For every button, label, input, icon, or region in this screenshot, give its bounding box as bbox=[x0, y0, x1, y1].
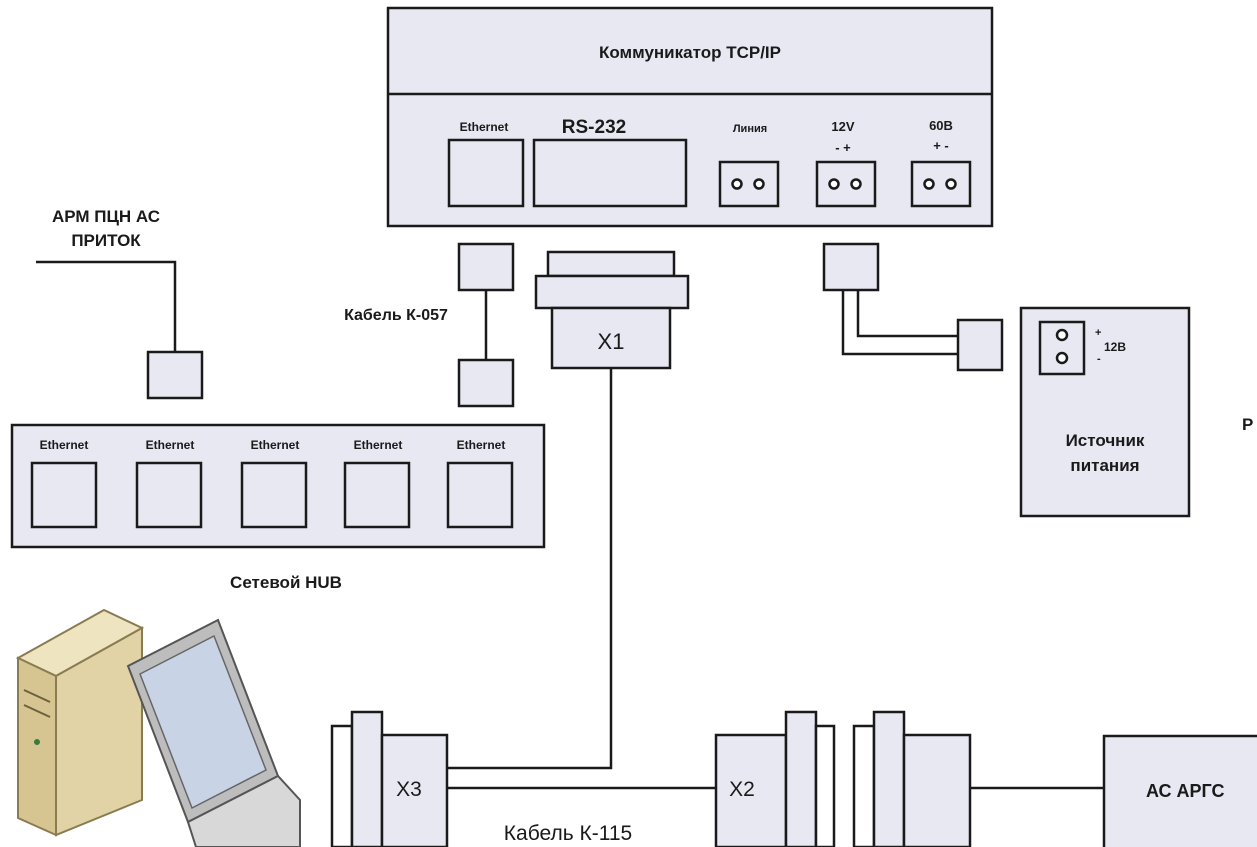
hub-port-label-5: Ethernet bbox=[457, 438, 506, 452]
power-plug-comm bbox=[822, 242, 880, 292]
x1-body bbox=[550, 306, 672, 370]
terminal-pin bbox=[945, 178, 957, 190]
communicator-unit: Коммуникатор TCP/IP Ethernet RS-232 Лини… bbox=[386, 6, 994, 228]
comm-12v-polarity: - + bbox=[835, 140, 851, 155]
power-wire-outer bbox=[841, 290, 958, 356]
terminal-pin bbox=[1055, 328, 1069, 342]
communicator-title: Коммуникатор TCP/IP bbox=[599, 43, 781, 62]
x1-flange bbox=[534, 274, 690, 310]
hub-port-5 bbox=[446, 461, 514, 529]
hub-port-label-2: Ethernet bbox=[146, 438, 195, 452]
cable-k115-label: Кабель К-115 bbox=[504, 822, 632, 845]
x1-label: X1 bbox=[598, 329, 625, 354]
cable-k057-label: Кабель К-057 bbox=[344, 307, 448, 324]
computer-icon bbox=[15, 608, 301, 847]
pc-tower-front bbox=[17, 656, 57, 837]
terminal-pin bbox=[923, 178, 935, 190]
terminal-pin bbox=[1055, 351, 1069, 365]
x3-label: X3 bbox=[396, 778, 422, 801]
comm-12v-terminal bbox=[815, 160, 877, 208]
terminal-pin bbox=[731, 178, 743, 190]
connector-x2: X2 bbox=[714, 710, 836, 847]
power-wire-inner bbox=[856, 290, 958, 338]
terminal-pin bbox=[753, 178, 765, 190]
network-hub: Ethernet Ethernet Ethernet Ethernet Ethe… bbox=[10, 423, 546, 592]
hub-port-1 bbox=[30, 461, 98, 529]
x3-flange bbox=[350, 710, 384, 847]
terminal-pin bbox=[850, 178, 862, 190]
power-label-line2: питания bbox=[1070, 456, 1139, 475]
x1-shell-top bbox=[546, 250, 676, 278]
arm-connection: АРМ ПЦН АС ПРИТОК bbox=[36, 207, 204, 400]
comm-line-terminal bbox=[718, 160, 780, 208]
hub-port-3 bbox=[240, 461, 308, 529]
mate-backplate bbox=[852, 724, 876, 847]
hub-label: Сетевой HUB bbox=[230, 573, 342, 592]
power-minus-sign: - bbox=[1097, 353, 1101, 365]
comm-60v-terminal bbox=[910, 160, 972, 208]
arm-cable bbox=[36, 260, 177, 352]
power-voltage: 12В bbox=[1104, 340, 1126, 354]
comm-port-12v-label: 12V bbox=[831, 119, 854, 134]
mating-connector bbox=[852, 710, 972, 847]
x1-to-x3-cable bbox=[447, 368, 613, 770]
pc-drive-slot bbox=[23, 704, 51, 718]
x3-body bbox=[380, 733, 449, 847]
pc-power-led bbox=[34, 739, 40, 745]
edge-letter: Р bbox=[1242, 415, 1253, 434]
pc-drive-slot bbox=[23, 689, 51, 703]
comm-port-rs232-label: RS-232 bbox=[562, 117, 626, 138]
mate-flange bbox=[872, 710, 906, 847]
comm-60v-polarity: + - bbox=[933, 138, 949, 153]
power-plus-sign: + bbox=[1095, 327, 1101, 339]
comm-ethernet-port bbox=[447, 138, 525, 208]
cable-k057-assembly: Кабель К-057 bbox=[344, 242, 515, 408]
x2-label: X2 bbox=[729, 778, 755, 801]
arm-label-line2: ПРИТОК bbox=[71, 231, 141, 250]
hub-port-4 bbox=[343, 461, 411, 529]
comm-port-line-label: Линия bbox=[733, 123, 767, 135]
mate-body bbox=[902, 733, 972, 847]
monitor-screen bbox=[139, 634, 267, 810]
connector-x1: X1 bbox=[447, 250, 690, 770]
argus-body bbox=[1102, 734, 1257, 847]
comm-rs232-port bbox=[532, 138, 688, 208]
terminal-pin bbox=[828, 178, 840, 190]
argus-label: АС АРГС bbox=[1146, 781, 1225, 801]
comm-port-60v-label: 60В bbox=[929, 118, 953, 133]
hub-port-label-4: Ethernet bbox=[354, 438, 403, 452]
k057-plug-bottom bbox=[457, 358, 515, 408]
argus-device: АС АРГС bbox=[1102, 734, 1257, 847]
hub-port-2 bbox=[135, 461, 203, 529]
k057-plug-top bbox=[457, 242, 515, 292]
x3-backplate bbox=[330, 724, 354, 847]
power-supply: + - 12В Источник питания bbox=[1019, 306, 1191, 518]
hub-port-label-1: Ethernet bbox=[40, 438, 89, 452]
x2-backplate bbox=[814, 724, 836, 847]
hub-port-label-3: Ethernet bbox=[251, 438, 300, 452]
pc-tower-side bbox=[55, 626, 143, 837]
comm-port-ethernet-label: Ethernet bbox=[460, 120, 509, 134]
power-cable bbox=[822, 242, 1004, 372]
power-label-line1: Источник bbox=[1066, 431, 1145, 450]
x2-flange bbox=[784, 710, 818, 847]
arm-rj45-plug bbox=[146, 350, 204, 400]
power-plug-supply bbox=[956, 318, 1004, 372]
x2-body bbox=[714, 733, 788, 847]
monitor-stand bbox=[186, 774, 301, 847]
arm-label-line1: АРМ ПЦН АС bbox=[52, 207, 160, 226]
connector-x3: X3 bbox=[330, 710, 449, 847]
